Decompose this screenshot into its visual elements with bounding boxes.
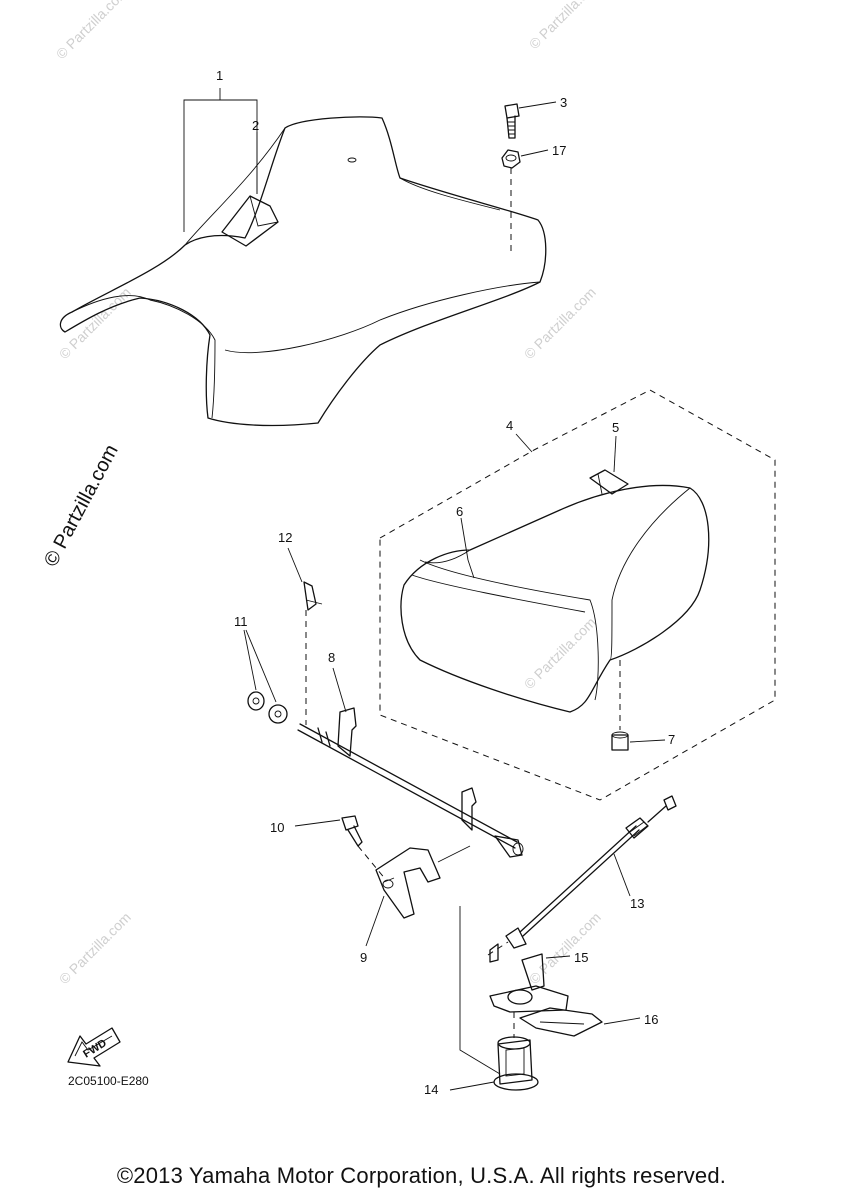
nut-drawing <box>501 149 521 169</box>
watermark: © Partzilla.com <box>521 614 599 692</box>
clip-drawing <box>303 581 323 611</box>
part-label-15: 15 <box>574 950 588 965</box>
part-label-14: 14 <box>424 1082 438 1097</box>
part-label-13: 13 <box>630 896 644 911</box>
cowl-assembly-outline <box>379 389 776 801</box>
part-label-16: 16 <box>644 1012 658 1027</box>
lock-cylinder-drawing <box>493 1036 539 1091</box>
watermark: © Partzilla.com <box>521 284 599 362</box>
bolt-drawing <box>504 103 520 139</box>
lock-cover-drawing <box>519 1007 603 1037</box>
fwd-arrow: FWD <box>67 1027 121 1067</box>
cowl-drawing <box>400 469 710 713</box>
part-label-11: 11 <box>234 614 248 629</box>
watermark: © Partzilla.com <box>526 909 604 987</box>
damper-drawing <box>611 731 629 751</box>
watermark-group: © Partzilla.com © Partzilla.com © Partzi… <box>53 0 604 987</box>
part-label-10: 10 <box>270 820 284 835</box>
part-label-1: 1 <box>216 68 223 83</box>
part-label-7: 7 <box>668 732 675 747</box>
part-label-2: 2 <box>252 118 259 133</box>
part-label-6: 6 <box>456 504 463 519</box>
cable-drawing <box>489 795 677 963</box>
bracket-drawing <box>375 847 441 919</box>
part-label-9: 9 <box>360 950 367 965</box>
part-label-12: 12 <box>278 530 292 545</box>
seat-drawing <box>59 116 547 427</box>
lock-rod-drawing <box>297 707 524 858</box>
watermark: © Partzilla.com <box>526 0 604 52</box>
part-label-4: 4 <box>506 418 513 433</box>
diagram-code: 2C05100-E280 <box>68 1074 149 1088</box>
watermark: © Partzilla.com <box>53 0 131 62</box>
part-label-8: 8 <box>328 650 335 665</box>
part-label-5: 5 <box>612 420 619 435</box>
copyright-notice: ©2013 Yamaha Motor Corporation, U.S.A. A… <box>116 1163 727 1188</box>
collars-drawing <box>247 691 288 724</box>
part-labels: 1 2 3 17 4 5 6 7 8 9 10 11 12 13 14 15 1… <box>216 68 675 1097</box>
part-label-3: 3 <box>560 95 567 110</box>
watermark: © Partzilla.com <box>56 909 134 987</box>
part-label-17: 17 <box>552 143 566 158</box>
bracket-bolt-drawing <box>341 815 363 847</box>
